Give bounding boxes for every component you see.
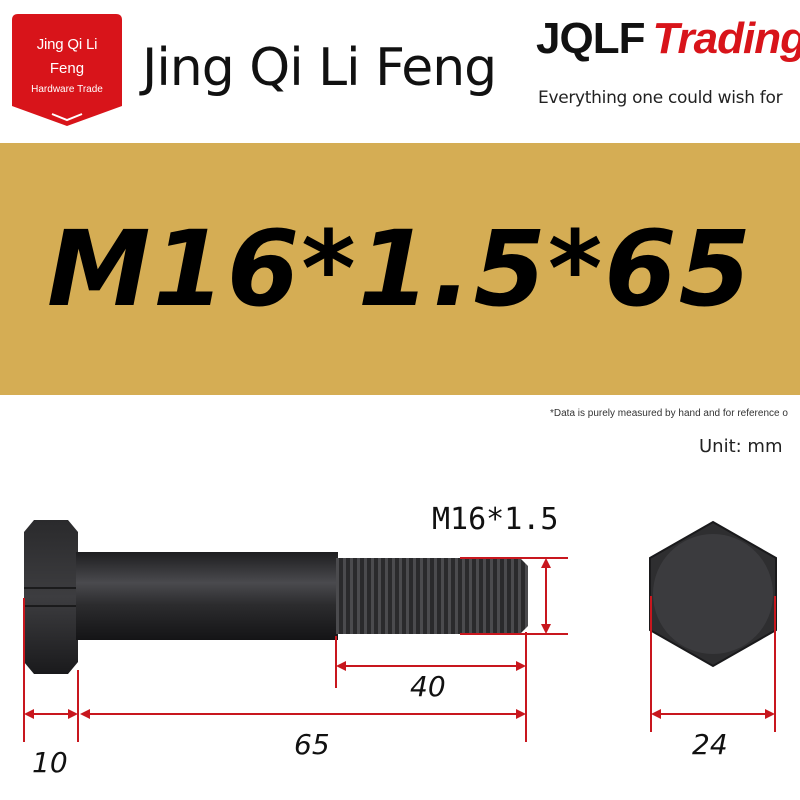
slogan: Everything one could wish for xyxy=(538,88,783,108)
dimension-lines xyxy=(23,557,776,742)
hex-end-view xyxy=(649,520,777,668)
bolt-drawing xyxy=(23,520,777,742)
head-height-label: 10 xyxy=(32,746,68,779)
spec-title: M16*1.5*65 xyxy=(47,208,753,330)
badge-line-1: Jing Qi Li xyxy=(36,36,98,53)
brand-name: Jing Qi Li Feng xyxy=(142,38,497,98)
thread-length-label: 40 xyxy=(410,670,446,703)
disclaimer-note: *Data is purely measured by hand and for… xyxy=(550,408,788,419)
logo-accent: Trading xyxy=(652,14,800,63)
total-length-label: 65 xyxy=(294,728,330,761)
badge-line-3: Hardware Trade xyxy=(31,84,103,95)
brand-badge: Jing Qi Li Feng Hardware Trade xyxy=(12,14,122,126)
thread-spec-label: M16*1.5 xyxy=(432,502,559,537)
unit-label: Unit: mm xyxy=(699,436,783,457)
bolt-head xyxy=(24,520,78,674)
bolt-thread xyxy=(336,558,528,634)
badge-shape xyxy=(12,14,122,126)
spec-band xyxy=(0,143,800,395)
badge-line-2: Feng xyxy=(49,60,85,77)
header: Jing Qi Li Feng Hardware Trade Jing Qi L… xyxy=(0,0,800,140)
bolt-shank xyxy=(76,552,338,640)
logo-prefix: JQLF xyxy=(536,14,645,63)
across-flats-label: 24 xyxy=(692,728,728,761)
